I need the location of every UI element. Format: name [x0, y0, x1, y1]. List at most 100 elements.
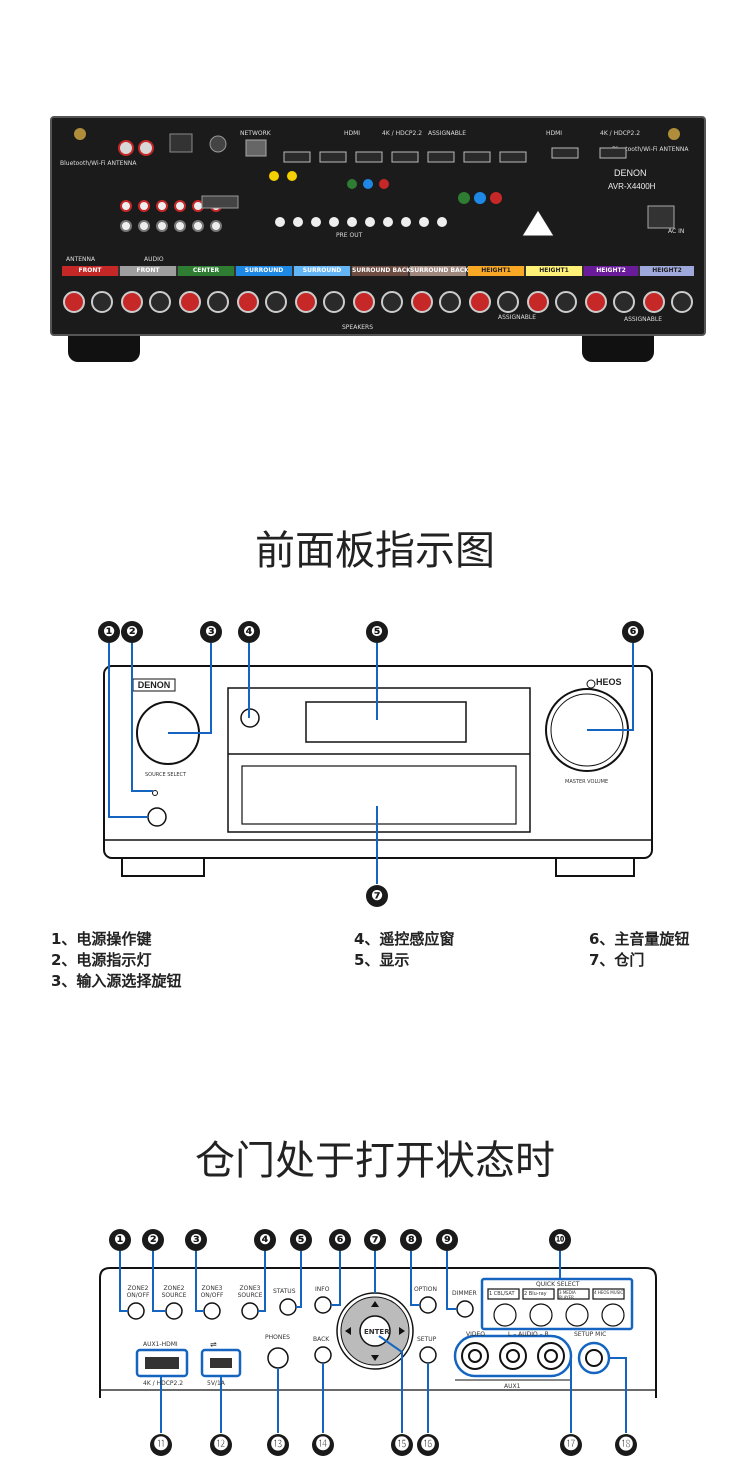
front-marker-4: ❹	[238, 621, 260, 643]
front-marker-6: ❻	[622, 621, 644, 643]
label-aux1-hdmi: AUX1-HDMI	[143, 1341, 178, 1348]
rear-bt-antenna-left: Bluetooth/Wi-Fi ANTENNA	[60, 160, 137, 167]
rear-foot-left	[68, 336, 140, 362]
label-video: VIDEO	[466, 1331, 486, 1338]
quick-select-1: 1 CBL/SAT	[489, 1291, 515, 1297]
label-status: STATUS	[273, 1288, 296, 1295]
label-aux1: AUX1	[504, 1383, 521, 1390]
door-marker-13: ⓭	[267, 1434, 289, 1456]
spk-label-surround-back-r: SURROUND BACK	[352, 266, 411, 276]
speaker-terminal	[149, 291, 171, 313]
speaker-terminal	[381, 291, 403, 313]
label-option: OPTION	[414, 1286, 437, 1293]
spk-label-center: CENTER	[178, 266, 234, 276]
legend-display: 5、显示	[354, 951, 410, 969]
rear-audio-label: AUDIO	[144, 256, 164, 263]
speaker-terminal	[91, 291, 113, 313]
label-setup-mic: SETUP MIC	[574, 1331, 607, 1338]
speaker-terminal	[353, 291, 375, 313]
rear-assignable-label: ASSIGNABLE	[428, 130, 466, 137]
label-back: BACK	[313, 1336, 330, 1343]
door-marker-3: ❸	[185, 1229, 207, 1251]
door-marker-5: ❺	[290, 1229, 312, 1251]
label-hdcp: 4K / HDCP2.2	[143, 1380, 184, 1387]
speaker-terminal	[179, 291, 201, 313]
door-marker-9: ❾	[436, 1229, 458, 1251]
front-legend-col-2: 4、遥控感应窗 5、显示	[354, 929, 454, 971]
front-panel-diagram	[103, 643, 653, 884]
rear-speakers-label: SPEAKERS	[342, 324, 374, 331]
quick-select-2: 2 Blu-ray	[524, 1291, 547, 1297]
spk-label-surround-l: SURROUND	[294, 266, 350, 276]
speaker-terminal	[555, 291, 577, 313]
front-marker-7: ❼	[366, 885, 388, 907]
front-legend-col-3: 6、主音量旋钮 7、仓门	[589, 929, 689, 971]
door-marker-15: ⓯	[391, 1434, 413, 1456]
rear-foot-right	[582, 336, 654, 362]
enter-button-label: ENTER	[364, 1328, 390, 1336]
legend-power-indicator: 2、电源指示灯	[51, 951, 152, 969]
spk-label-surround-r: SURROUND	[236, 266, 292, 276]
rear-hdmi-label-2: HDMI	[546, 130, 563, 137]
spk-label-height1-r: HEIGHT1	[468, 266, 524, 276]
rear-model: AVR-X4400H	[608, 182, 656, 191]
legend-remote-sensor: 4、遥控感应窗	[354, 930, 455, 948]
speaker-terminal	[121, 291, 143, 313]
legend-volume-knob: 6、主音量旋钮	[589, 930, 690, 948]
rear-hdmi-label: HDMI	[344, 130, 361, 137]
front-marker-5: ❺	[366, 621, 388, 643]
label-zone2-onoff: ZONE2 ON/OFF	[126, 1285, 150, 1299]
quick-select-3: 3 MEDIA PLAYER	[559, 1290, 576, 1300]
label-zone3-onoff: ZONE3 ON/OFF	[200, 1285, 224, 1299]
door-marker-14: ⓮	[312, 1434, 334, 1456]
speaker-terminal	[207, 291, 229, 313]
speaker-terminal	[527, 291, 549, 313]
rear-hdcp-label-2: 4K / HDCP2.2	[600, 130, 641, 137]
spk-label-surround-back-l: SURROUND BACK	[410, 266, 469, 276]
rear-hdcp-label: 4K / HDCP2.2	[382, 130, 423, 137]
door-marker-10: ❿	[549, 1229, 571, 1251]
speaker-terminal	[497, 291, 519, 313]
rear-bt-antenna-right: Bluetooth/Wi-Fi ANTENNA	[612, 146, 689, 153]
door-marker-6: ❻	[329, 1229, 351, 1251]
speaker-label-strip: FRONT FRONT CENTER SURROUND SURROUND SUR…	[62, 266, 694, 276]
rear-antenna-label: ANTENNA	[66, 256, 96, 263]
door-marker-4: ❹	[254, 1229, 276, 1251]
front-legend-col-1: 1、电源操作键 2、电源指示灯 3、输入源选择旋钮	[51, 929, 181, 992]
spk-label-height2-r: HEIGHT2	[584, 266, 638, 276]
speaker-terminal	[295, 291, 317, 313]
door-marker-18: ⓲	[615, 1434, 637, 1456]
rear-panel-photo: NETWORK HDMI 4K / HDCP2.2 ASSIGNABLE HDM…	[50, 116, 706, 336]
front-marker-1: ❶	[98, 621, 120, 643]
door-marker-8: ❽	[400, 1229, 422, 1251]
legend-power-button: 1、电源操作键	[51, 930, 152, 948]
door-marker-1: ❶	[109, 1229, 131, 1251]
legend-door: 7、仓门	[589, 951, 645, 969]
speaker-terminal	[411, 291, 433, 313]
spk-label-front-r: FRONT	[62, 266, 118, 276]
door-marker-16: ⓰	[417, 1434, 439, 1456]
rear-assignable-2: ASSIGNABLE	[624, 316, 662, 323]
rear-preout-label: PRE OUT	[336, 232, 363, 239]
rear-network-label: NETWORK	[240, 130, 271, 137]
legend-source-knob: 3、输入源选择旋钮	[51, 972, 182, 990]
label-setup: SETUP	[417, 1336, 437, 1343]
speaker-terminal	[237, 291, 259, 313]
label-info: INFO	[315, 1286, 330, 1293]
rear-brand: DENON	[614, 168, 647, 178]
spk-label-height2-l: HEIGHT2	[640, 266, 694, 276]
door-marker-11: ⓫	[150, 1434, 172, 1456]
speaker-terminal	[643, 291, 665, 313]
door-marker-17: ⓱	[560, 1434, 582, 1456]
speaker-terminal	[613, 291, 635, 313]
front-brand-logo: DENON	[137, 680, 171, 690]
front-marker-3: ❸	[200, 621, 222, 643]
speaker-terminal	[323, 291, 345, 313]
speaker-terminal	[63, 291, 85, 313]
door-marker-12: ⓬	[210, 1434, 232, 1456]
speaker-terminal	[265, 291, 287, 313]
rear-assignable-1: ASSIGNABLE	[498, 314, 536, 321]
door-open-diagram	[99, 1251, 657, 1433]
quick-select-title: QUICK SELECT	[536, 1281, 580, 1288]
label-dimmer: DIMMER	[452, 1290, 477, 1297]
